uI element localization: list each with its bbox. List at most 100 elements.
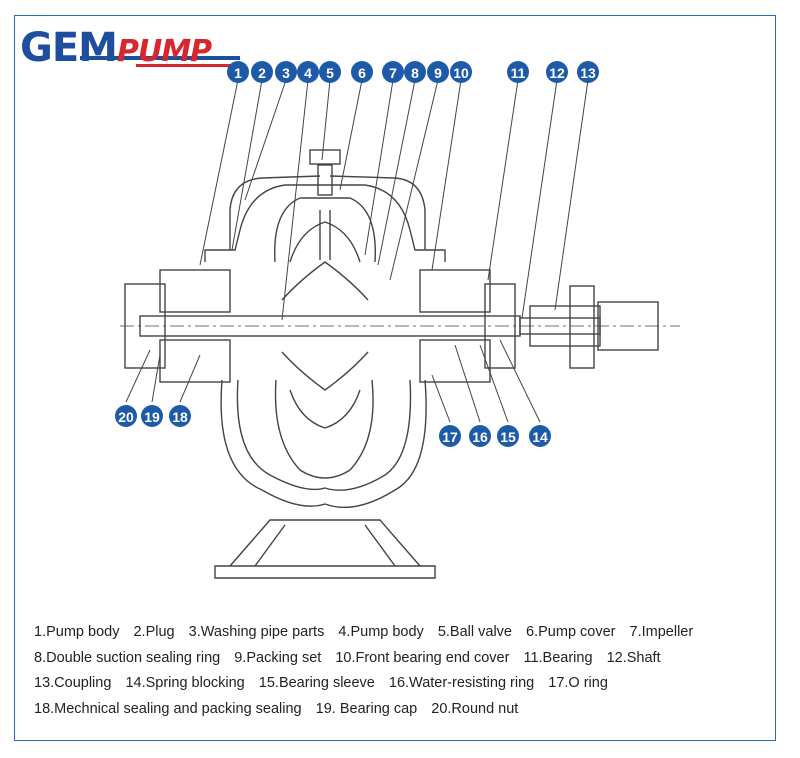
callout-badge — [439, 425, 461, 447]
callout-badge — [382, 61, 404, 83]
callout-badge — [115, 405, 137, 427]
callout-number: 19 — [144, 409, 160, 425]
legend-item: 17.O ring — [548, 675, 608, 691]
diagram-frame — [14, 15, 776, 741]
callout-badge — [427, 61, 449, 83]
callout-number: 6 — [358, 65, 366, 81]
impeller-lower — [281, 351, 369, 391]
impeller-upper — [289, 221, 361, 263]
callout-number: 8 — [411, 65, 419, 81]
callout-number: 4 — [304, 65, 312, 81]
legend-item: 18.Mechnical sealing and packing sealing — [34, 700, 302, 717]
callout-badge — [507, 61, 529, 83]
callout-badge — [251, 61, 273, 83]
callout-12: 12 — [546, 61, 568, 83]
callout-11: 11 — [507, 61, 529, 83]
legend-item: 12.Shaft — [606, 649, 661, 666]
callout-10: 10 — [450, 61, 472, 83]
callout-8: 8 — [404, 61, 426, 83]
callout-2: 2 — [251, 61, 273, 83]
ball-valve — [317, 164, 333, 196]
logo-wordmark: GEMPUMP — [20, 22, 212, 78]
callout-15: 15 — [497, 425, 519, 447]
legend-item: 2.Plug — [133, 624, 175, 640]
legend-line: 1.Pump body 2.Plug 3.Washing pipe parts … — [34, 620, 774, 646]
callout-number: 16 — [472, 429, 488, 445]
callout-number: 7 — [389, 65, 397, 81]
coupling-sleeve — [597, 301, 659, 351]
legend-item: 4.Pump body — [338, 624, 424, 640]
callout-number: 12 — [549, 65, 565, 81]
left-bearing-housing — [159, 269, 231, 313]
callout-17: 17 — [439, 425, 461, 447]
callout-3: 3 — [275, 61, 297, 83]
callout-number: 2 — [258, 65, 266, 81]
callout-badge — [469, 425, 491, 447]
callout-badge — [546, 61, 568, 83]
logo-text-gem: GEM — [20, 25, 118, 71]
callout-19: 19 — [141, 405, 163, 427]
volute-lower-inner — [236, 379, 412, 491]
callout-number: 9 — [434, 65, 442, 81]
logo-text-pump: PUMP — [116, 34, 212, 69]
callout-badge — [169, 405, 191, 427]
legend-item: 6.Pump cover — [526, 624, 616, 640]
callout-badge — [141, 405, 163, 427]
callout-number: 1 — [234, 65, 242, 81]
coupling-flange — [569, 285, 595, 369]
right-bearing-cap — [484, 283, 516, 369]
legend-item: 8.Double suction sealing ring — [34, 649, 221, 666]
logo-bar-accent — [136, 64, 240, 67]
callout-number: 17 — [442, 429, 458, 445]
callout-5: 5 — [319, 61, 341, 83]
callout-1: 1 — [227, 61, 249, 83]
parts-legend: 1.Pump body 2.Plug 3.Washing pipe parts … — [34, 620, 774, 722]
callout-badge — [577, 61, 599, 83]
callout-number: 11 — [511, 65, 526, 81]
callout-number: 14 — [532, 429, 548, 445]
pump-cover-outline — [204, 184, 446, 262]
callout-badge — [275, 61, 297, 83]
legend-item: 7.Impeller — [629, 624, 694, 640]
callout-16: 16 — [469, 425, 491, 447]
callout-number: 5 — [326, 65, 334, 81]
callout-number: 3 — [282, 65, 290, 81]
callout-badge — [297, 61, 319, 83]
callout-14: 14 — [529, 425, 551, 447]
base-support — [229, 519, 421, 567]
pump-base — [214, 565, 436, 579]
legend-item: 15.Bearing sleeve — [258, 675, 375, 691]
callout-7: 7 — [382, 61, 404, 83]
callout-badge — [319, 61, 341, 83]
callout-number: 13 — [580, 65, 596, 81]
legend-item: 5.Ball valve — [437, 624, 512, 640]
callout-6: 6 — [351, 61, 373, 83]
callout-badge — [351, 61, 373, 83]
legend-item: 9.Packing set — [234, 649, 322, 666]
callout-badge — [529, 425, 551, 447]
legend-item: 19. Bearing cap — [315, 700, 418, 717]
logo-bar — [80, 56, 240, 60]
callout-number: 20 — [118, 409, 134, 425]
callout-13: 13 — [577, 61, 599, 83]
legend-item: 14.Spring blocking — [125, 675, 245, 691]
volute-lower-outer — [220, 379, 427, 509]
callout-number: 18 — [172, 409, 188, 425]
legend-item: 10.Front bearing end cover — [335, 649, 510, 666]
legend-item: 16.Water-resisting ring — [388, 675, 535, 691]
legend-item: 1.Pump body — [34, 624, 120, 640]
brand-logo: GEMPUMP — [18, 22, 240, 74]
callout-badge — [227, 61, 249, 83]
legend-item: 13.Coupling — [34, 675, 112, 691]
callout-badge — [450, 61, 472, 83]
left-bearing-cap — [124, 283, 166, 369]
callout-18: 18 — [169, 405, 191, 427]
callout-badge — [404, 61, 426, 83]
right-bearing-housing — [419, 269, 491, 313]
legend-line: 18.Mechnical sealing and packing sealing… — [34, 697, 774, 723]
washing-pipe — [229, 175, 426, 250]
legend-item: 20.Round nut — [431, 700, 519, 717]
callout-number: 15 — [500, 429, 516, 445]
legend-item: 3.Washing pipe parts — [188, 624, 325, 640]
